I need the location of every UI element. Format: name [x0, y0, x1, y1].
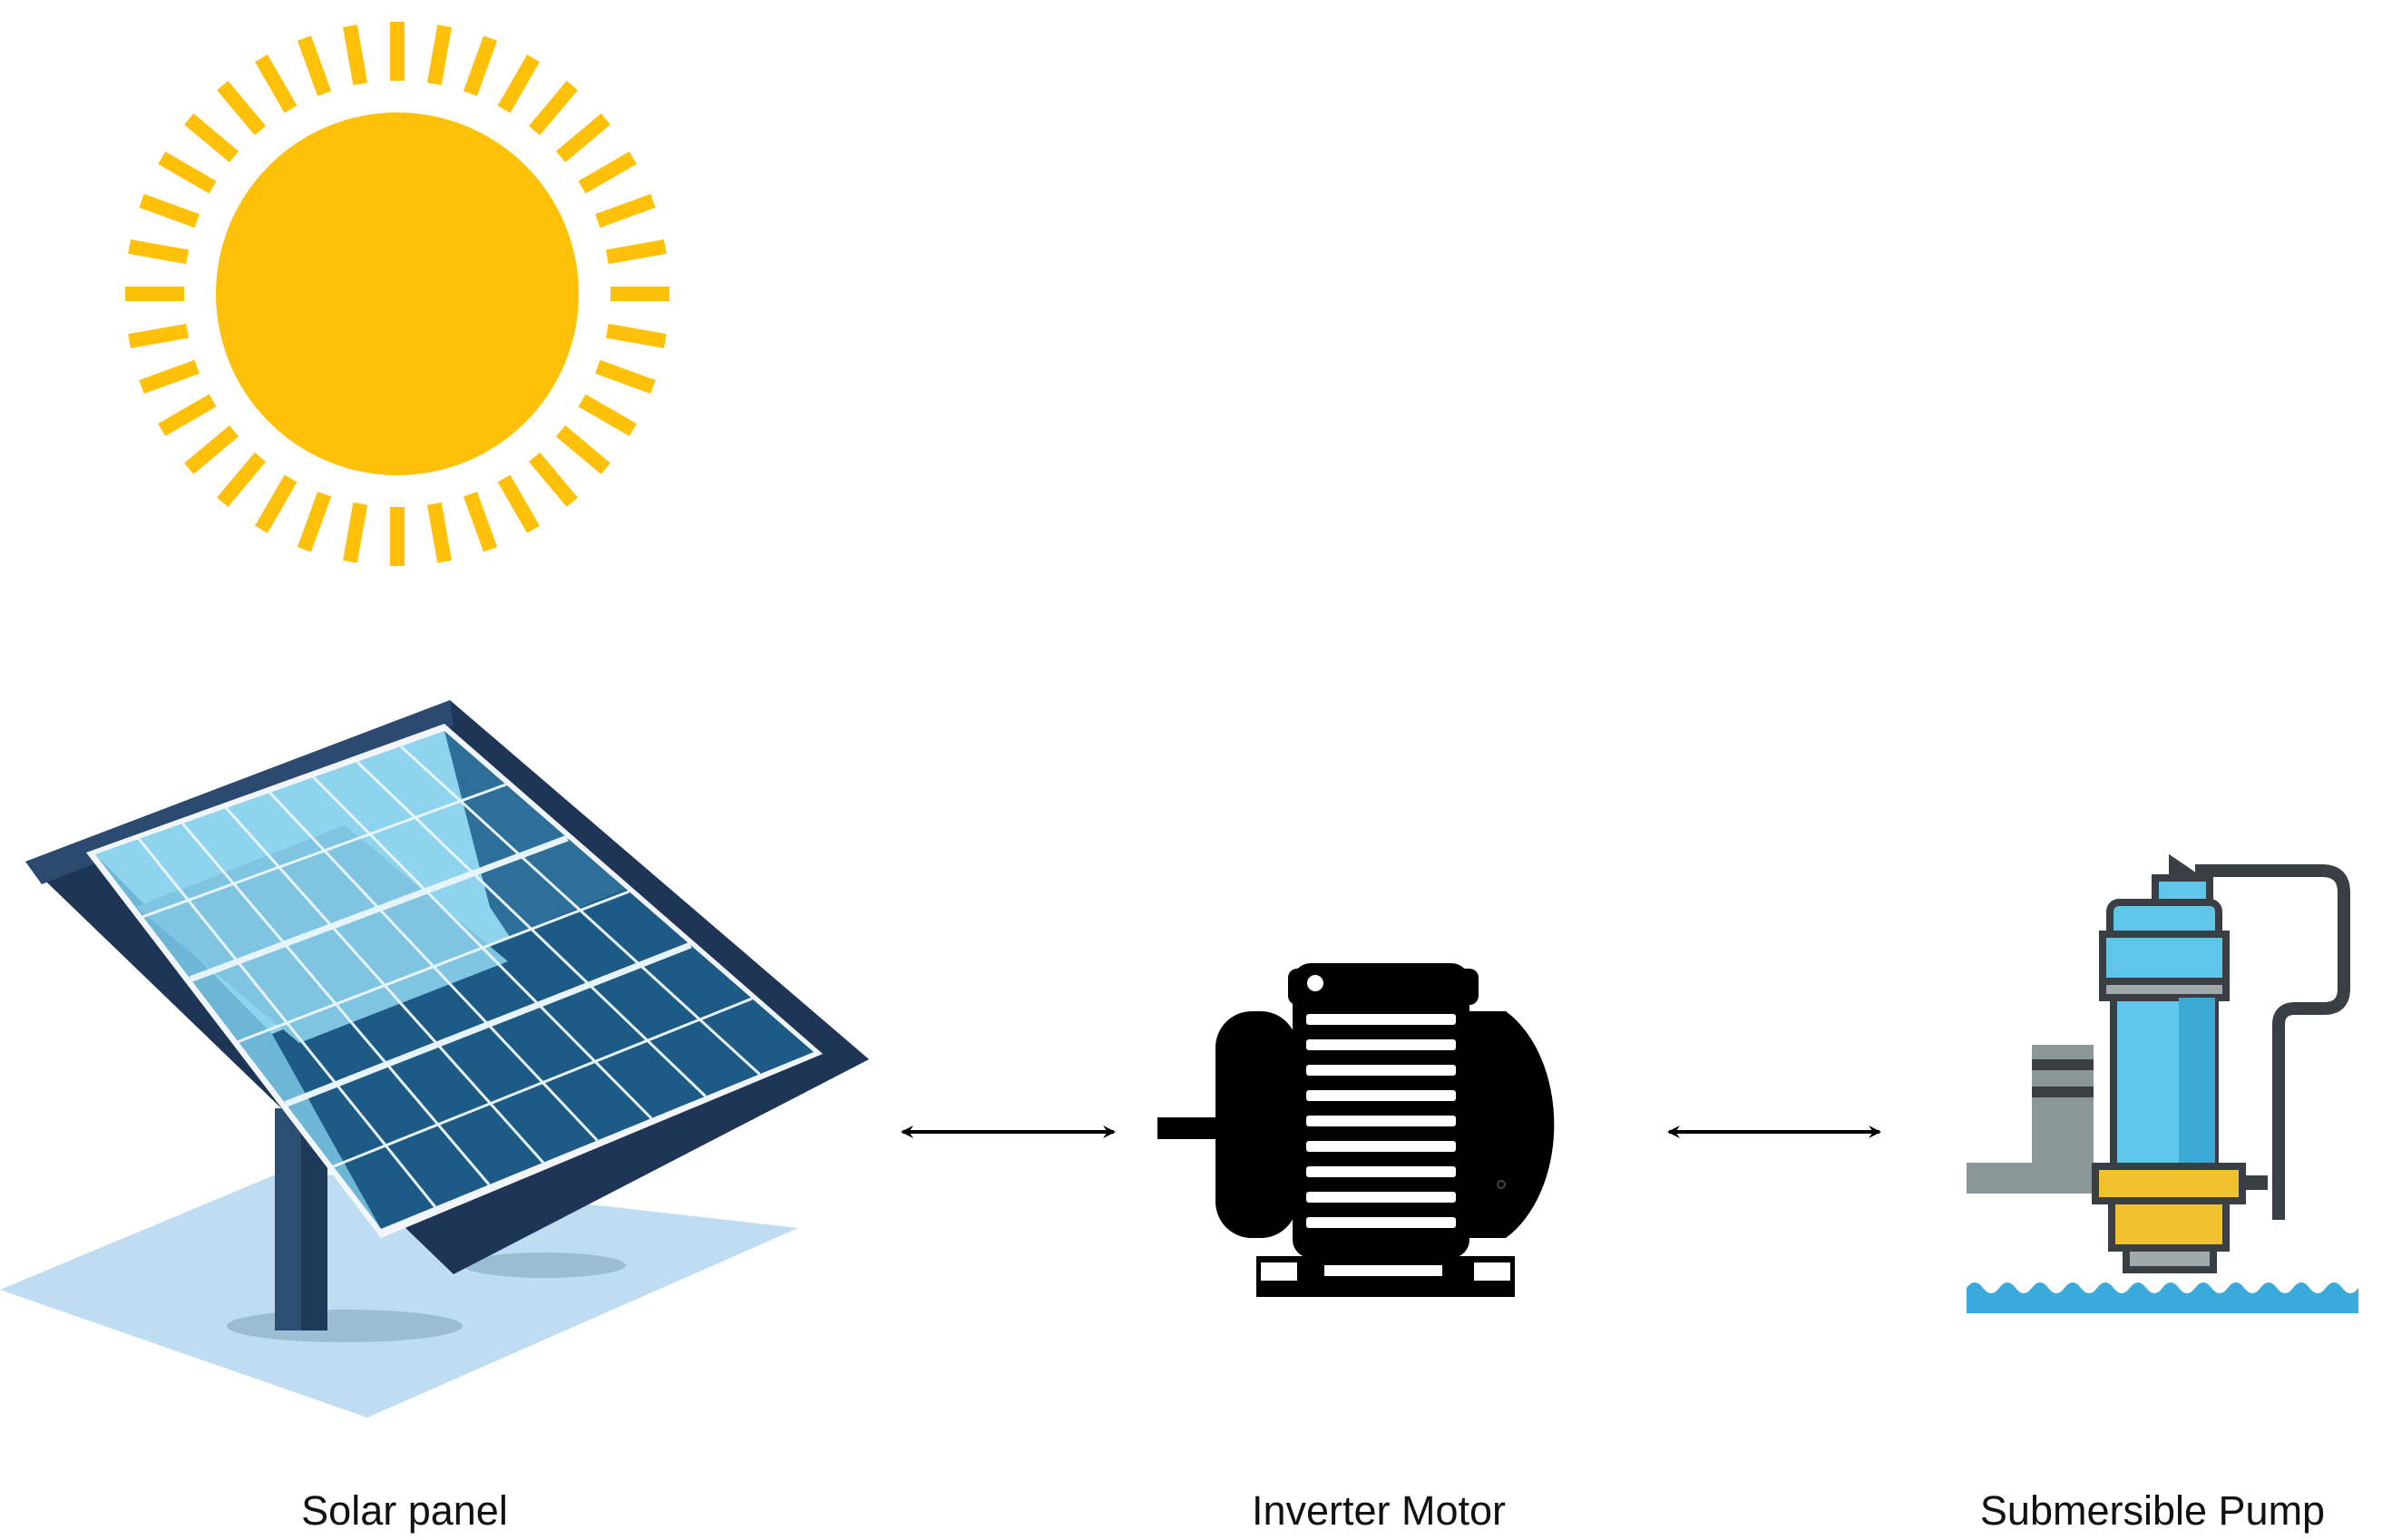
sun-ray [217, 452, 267, 507]
submersible-pump-label: Submersible Pump [1979, 1487, 2326, 1534]
sun-ray [426, 24, 452, 85]
sun-ray [595, 193, 656, 229]
sun-ray [255, 474, 298, 533]
submersible-pump-icon [1967, 853, 2358, 1313]
sun-ray [184, 424, 239, 474]
sun-ray [606, 323, 667, 348]
sun-ray [128, 323, 189, 348]
sun-ray [343, 24, 368, 85]
sun-ray [184, 113, 239, 163]
sun-ray [497, 474, 540, 533]
sun-ray [297, 492, 332, 552]
solar-panel-icon [0, 700, 869, 1418]
sun-ray [426, 502, 452, 563]
sun-ray [528, 452, 578, 507]
sun-ray [463, 492, 498, 552]
sun-ray [578, 151, 637, 194]
sun-ray [158, 394, 217, 436]
sun-ray [606, 239, 667, 265]
sun-ray [578, 394, 637, 436]
sun-icon [125, 22, 669, 566]
sun-ray [158, 151, 217, 194]
sun-ray [528, 81, 578, 136]
sun-ray [463, 35, 498, 96]
sun-ray [343, 502, 368, 563]
motor-icon [1157, 963, 1555, 1297]
sun-ray [128, 239, 189, 265]
sun-ray [497, 54, 540, 113]
sun-ray [595, 359, 656, 395]
sun-ray [555, 113, 610, 163]
sun-ray [217, 81, 267, 136]
sun-ray [555, 424, 610, 474]
sun-ray [297, 35, 332, 96]
inverter-motor-label: Inverter Motor [1251, 1487, 1507, 1534]
sun-ray [255, 54, 298, 113]
solar-panel-label: Solar panel [301, 1487, 508, 1534]
sun-ray [139, 359, 200, 395]
sun-ray [139, 193, 200, 229]
